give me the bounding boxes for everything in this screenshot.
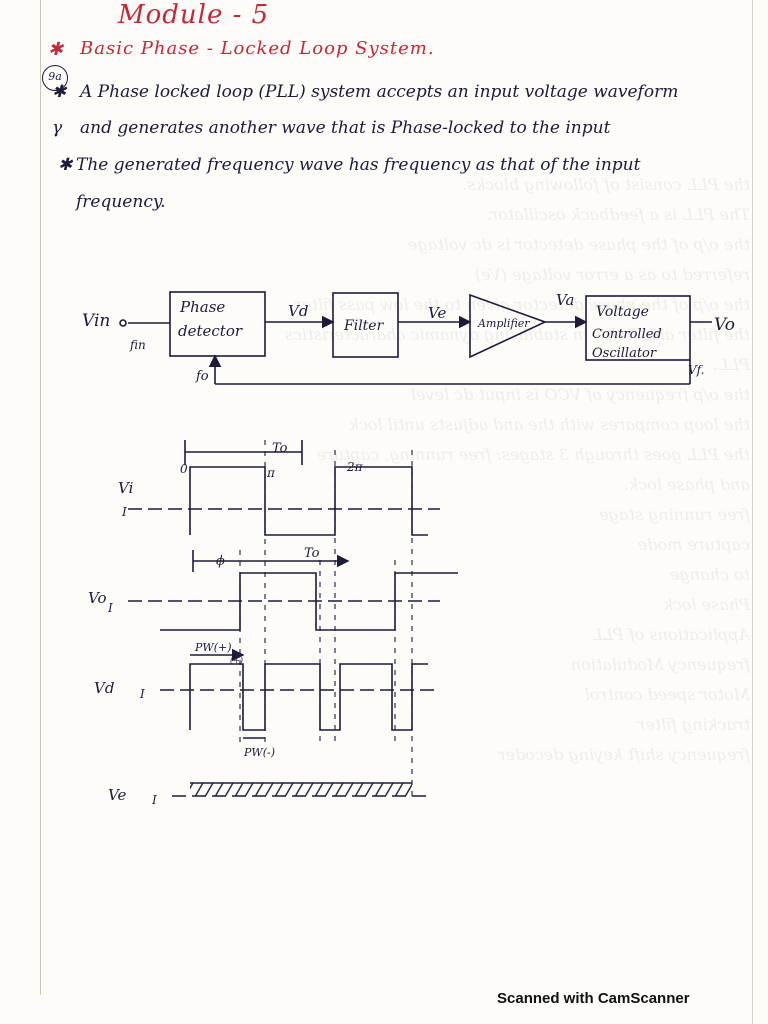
note-line-1: A Phase locked loop (PLL) system accepts… [80,82,679,102]
fin-label: fin [129,338,146,352]
vd-wave-label: Vd [94,679,114,697]
vco-label-2: Controlled [592,327,662,342]
vi-level-label: I [121,505,127,519]
note-bullet-3: ✱ [58,155,73,175]
vd-pw-minus-label: PW(-) [243,746,275,759]
vo-phi-label: ϕ [216,554,225,569]
note-bullet-1: ✱ [52,82,67,102]
note-line-2: and generates another wave that is Phase… [80,118,611,138]
vco-label-1: Voltage [596,304,649,320]
vf-label: Vf. [688,363,705,377]
question-number-badge: 9a [42,65,68,91]
va-signal-label: Va [556,291,574,309]
note-bullet-2: γ [52,118,63,138]
vd-level-label: I [139,687,145,701]
vi-wave-label: Vi [118,479,134,497]
margin-line [40,0,41,995]
vo-period-label: To [304,546,320,561]
amplifier-label: Amplifier [477,317,530,330]
page-edge [752,0,753,1024]
vi-pi-label: π [266,466,276,480]
scanner-watermark: Scanned with CamScanner [497,990,690,1007]
star-icon: ✱ [48,39,64,60]
fo-label: fo [195,369,209,384]
vd-signal-label: Vd [288,302,308,320]
ve-signal-label: Ve [428,304,446,322]
ve-wave-label: Ve [108,786,126,804]
vco-label-3: Oscillator [592,346,657,361]
vin-label: Vin [82,311,110,331]
vo-level-label: I [107,601,113,615]
vo-wave-label: Vo [88,589,107,607]
vi-origin-label: 0 [180,462,188,476]
note-line-4: frequency. [76,192,166,212]
vo-output-label: Vo [714,315,735,335]
vi-period-label: To [272,441,288,456]
note-line-3: The generated frequency wave has frequen… [76,155,641,175]
filter-label: Filter [343,318,385,334]
vi-2pi-label: 2π [346,460,364,474]
phase-detector-label-2: detector [178,322,243,340]
vd-pw-plus-label: PW(+) [194,641,232,654]
module-title: Module - 5 [118,0,270,30]
phase-detector-label-1: Phase [179,298,225,316]
topic-heading: Basic Phase - Locked Loop System. [80,38,435,59]
ve-level-label: I [151,793,157,807]
vd-pw-plus-aux: (+) [230,656,243,665]
